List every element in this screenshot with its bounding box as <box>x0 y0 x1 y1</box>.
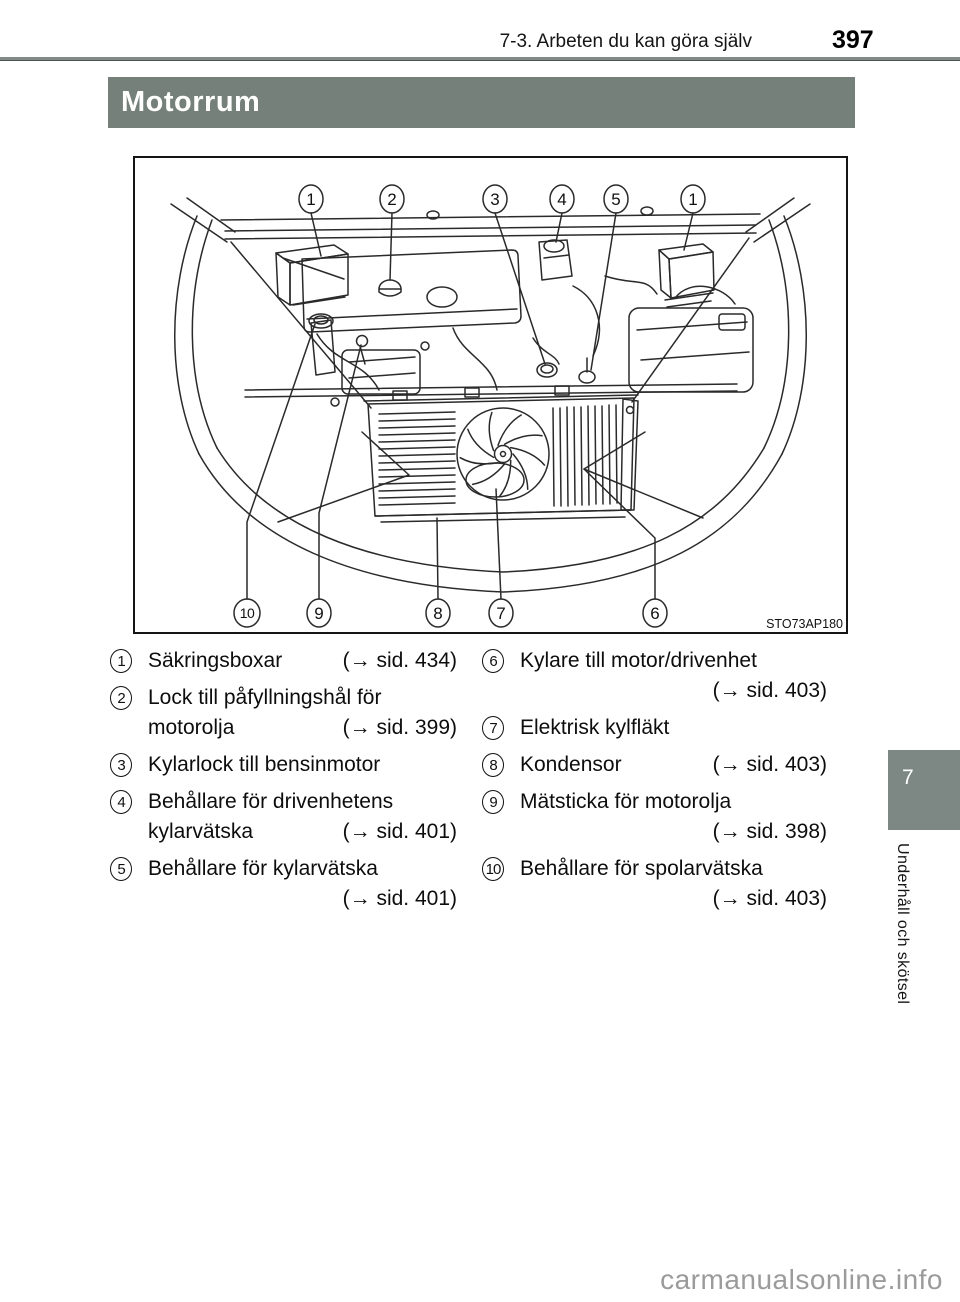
callout-6: 6 <box>650 604 659 623</box>
chapter-side-label: Underhåll och skötsel <box>894 843 911 1005</box>
coolant-cap <box>578 370 596 384</box>
fuse-box-right <box>658 243 715 308</box>
legend-item-1: 1 Säkringsboxar(→ sid. 434) <box>110 646 457 676</box>
fuse-box-left <box>275 244 349 306</box>
callout-5: 5 <box>611 190 620 209</box>
legend-number-10: 10 <box>482 857 504 881</box>
callout-9: 9 <box>314 604 323 623</box>
page-reference: (→ sid. 403) <box>712 679 827 702</box>
page-reference: (→ sid. 401) <box>342 820 457 843</box>
chapter-tab: 7 <box>888 750 960 830</box>
legend-item-10: 10 Behållare för spolarvätska (→ sid. 40… <box>482 854 827 914</box>
callout-1-left: 1 <box>306 190 315 209</box>
legend-number-3: 3 <box>110 753 132 777</box>
page-reference: (→ sid. 434) <box>342 649 457 672</box>
page-number: 397 <box>832 26 874 54</box>
engine-compartment-diagram: 1 2 3 4 5 1 10 9 8 7 <box>170 184 843 631</box>
page-reference: (→ sid. 403) <box>712 753 827 776</box>
header-rule <box>0 57 960 61</box>
legend-left-column: 1 Säkringsboxar(→ sid. 434) 2 Lock till … <box>110 646 457 921</box>
legend-number-5: 5 <box>110 857 132 881</box>
legend-number-6: 6 <box>482 649 504 673</box>
legend-item-6: 6 Kylare till motor/drivenhet (→ sid. 40… <box>482 646 827 706</box>
radiator-end-tank <box>620 398 639 511</box>
legend-item-9: 9 Mätsticka för motorolja (→ sid. 398) <box>482 787 827 847</box>
washer-fluid-filler <box>308 313 336 376</box>
header-section-title: 7-3. Arbeten du kan göra själv <box>499 31 752 52</box>
legend-item-4: 4 Behållare för drivenhetens kylarvätska… <box>110 787 457 847</box>
engine-plumbing <box>316 275 754 407</box>
callout-10: 10 <box>240 605 255 621</box>
radiator-support <box>230 237 750 409</box>
cowl-panel <box>220 206 761 240</box>
radiator-cap <box>536 362 558 378</box>
legend-item-3: 3 Kylarlock till bensinmotor <box>110 750 457 780</box>
legend-item-7: 7 Elektrisk kylfläkt <box>482 713 827 743</box>
watermark: carmanualsonline.info <box>660 1264 943 1295</box>
radiator-core-hatch <box>552 404 618 507</box>
engine-cover <box>301 249 522 333</box>
page-reference: (→ sid. 398) <box>712 820 827 843</box>
callout-circles-top: 1 2 3 4 5 1 <box>298 184 706 214</box>
callout-3: 3 <box>490 190 499 209</box>
radiator-assembly <box>277 385 704 523</box>
legend-number-9: 9 <box>482 790 504 814</box>
legend-number-8: 8 <box>482 753 504 777</box>
legend-item-8: 8 Kondensor(→ sid. 403) <box>482 750 827 780</box>
legend-number-2: 2 <box>110 686 132 710</box>
callout-1-right: 1 <box>688 190 697 209</box>
coolant-reservoir-cap <box>543 239 565 253</box>
callout-7: 7 <box>496 604 505 623</box>
callout-circles-bottom: 10 9 8 7 6 <box>233 598 668 628</box>
legend-number-1: 1 <box>110 649 132 673</box>
condenser-core-hatch <box>378 411 456 506</box>
legend-number-7: 7 <box>482 716 504 740</box>
section-title-bar: Motorrum <box>108 77 855 128</box>
oil-filler-cap <box>378 279 402 297</box>
coolant-reservoir <box>538 239 573 281</box>
callout-8: 8 <box>433 604 442 623</box>
engine-compartment-figure: 1 2 3 4 5 1 10 9 8 7 <box>133 156 848 634</box>
fan-highlight-ellipse <box>465 462 525 498</box>
legend-item-5: 5 Behållare för kylarvätska (→ sid. 401) <box>110 854 457 914</box>
callout-2: 2 <box>387 190 396 209</box>
callout-leader-lines <box>246 212 694 600</box>
legend-number-4: 4 <box>110 790 132 814</box>
page-reference: (→ sid. 401) <box>342 887 457 910</box>
legend-item-2: 2 Lock till påfyllningshål för motorolja… <box>110 683 457 743</box>
figure-image-code: STO73AP180 <box>766 617 843 631</box>
page-reference: (→ sid. 403) <box>712 887 827 910</box>
cooling-fan <box>456 407 550 501</box>
callout-4: 4 <box>557 190 566 209</box>
page-reference: (→ sid. 399) <box>342 716 457 739</box>
legend-right-column: 6 Kylare till motor/drivenhet (→ sid. 40… <box>482 646 827 921</box>
car-body-outline <box>170 197 811 593</box>
fan-hub <box>493 444 513 464</box>
